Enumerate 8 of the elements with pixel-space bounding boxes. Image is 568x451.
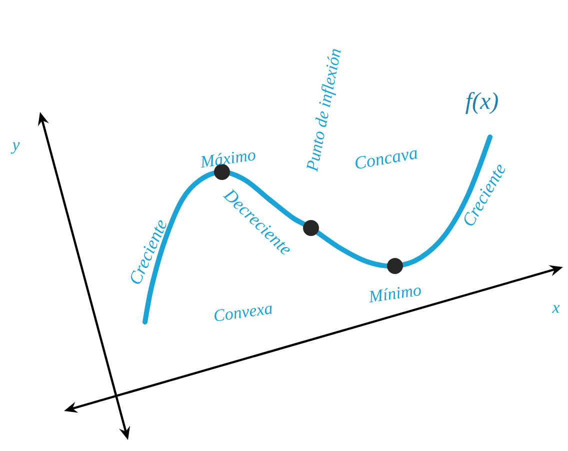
curve-label: Punto de inflexión [306, 49, 341, 172]
curve-label: Convexa [214, 306, 272, 322]
function-label: f(x) [466, 92, 498, 114]
axis-label: y [10, 142, 20, 154]
curve-label: Máximo [201, 152, 256, 168]
curve-label: Mínimo [369, 287, 421, 302]
curve-label: Concava [356, 150, 418, 169]
axis-label: x [552, 305, 560, 313]
